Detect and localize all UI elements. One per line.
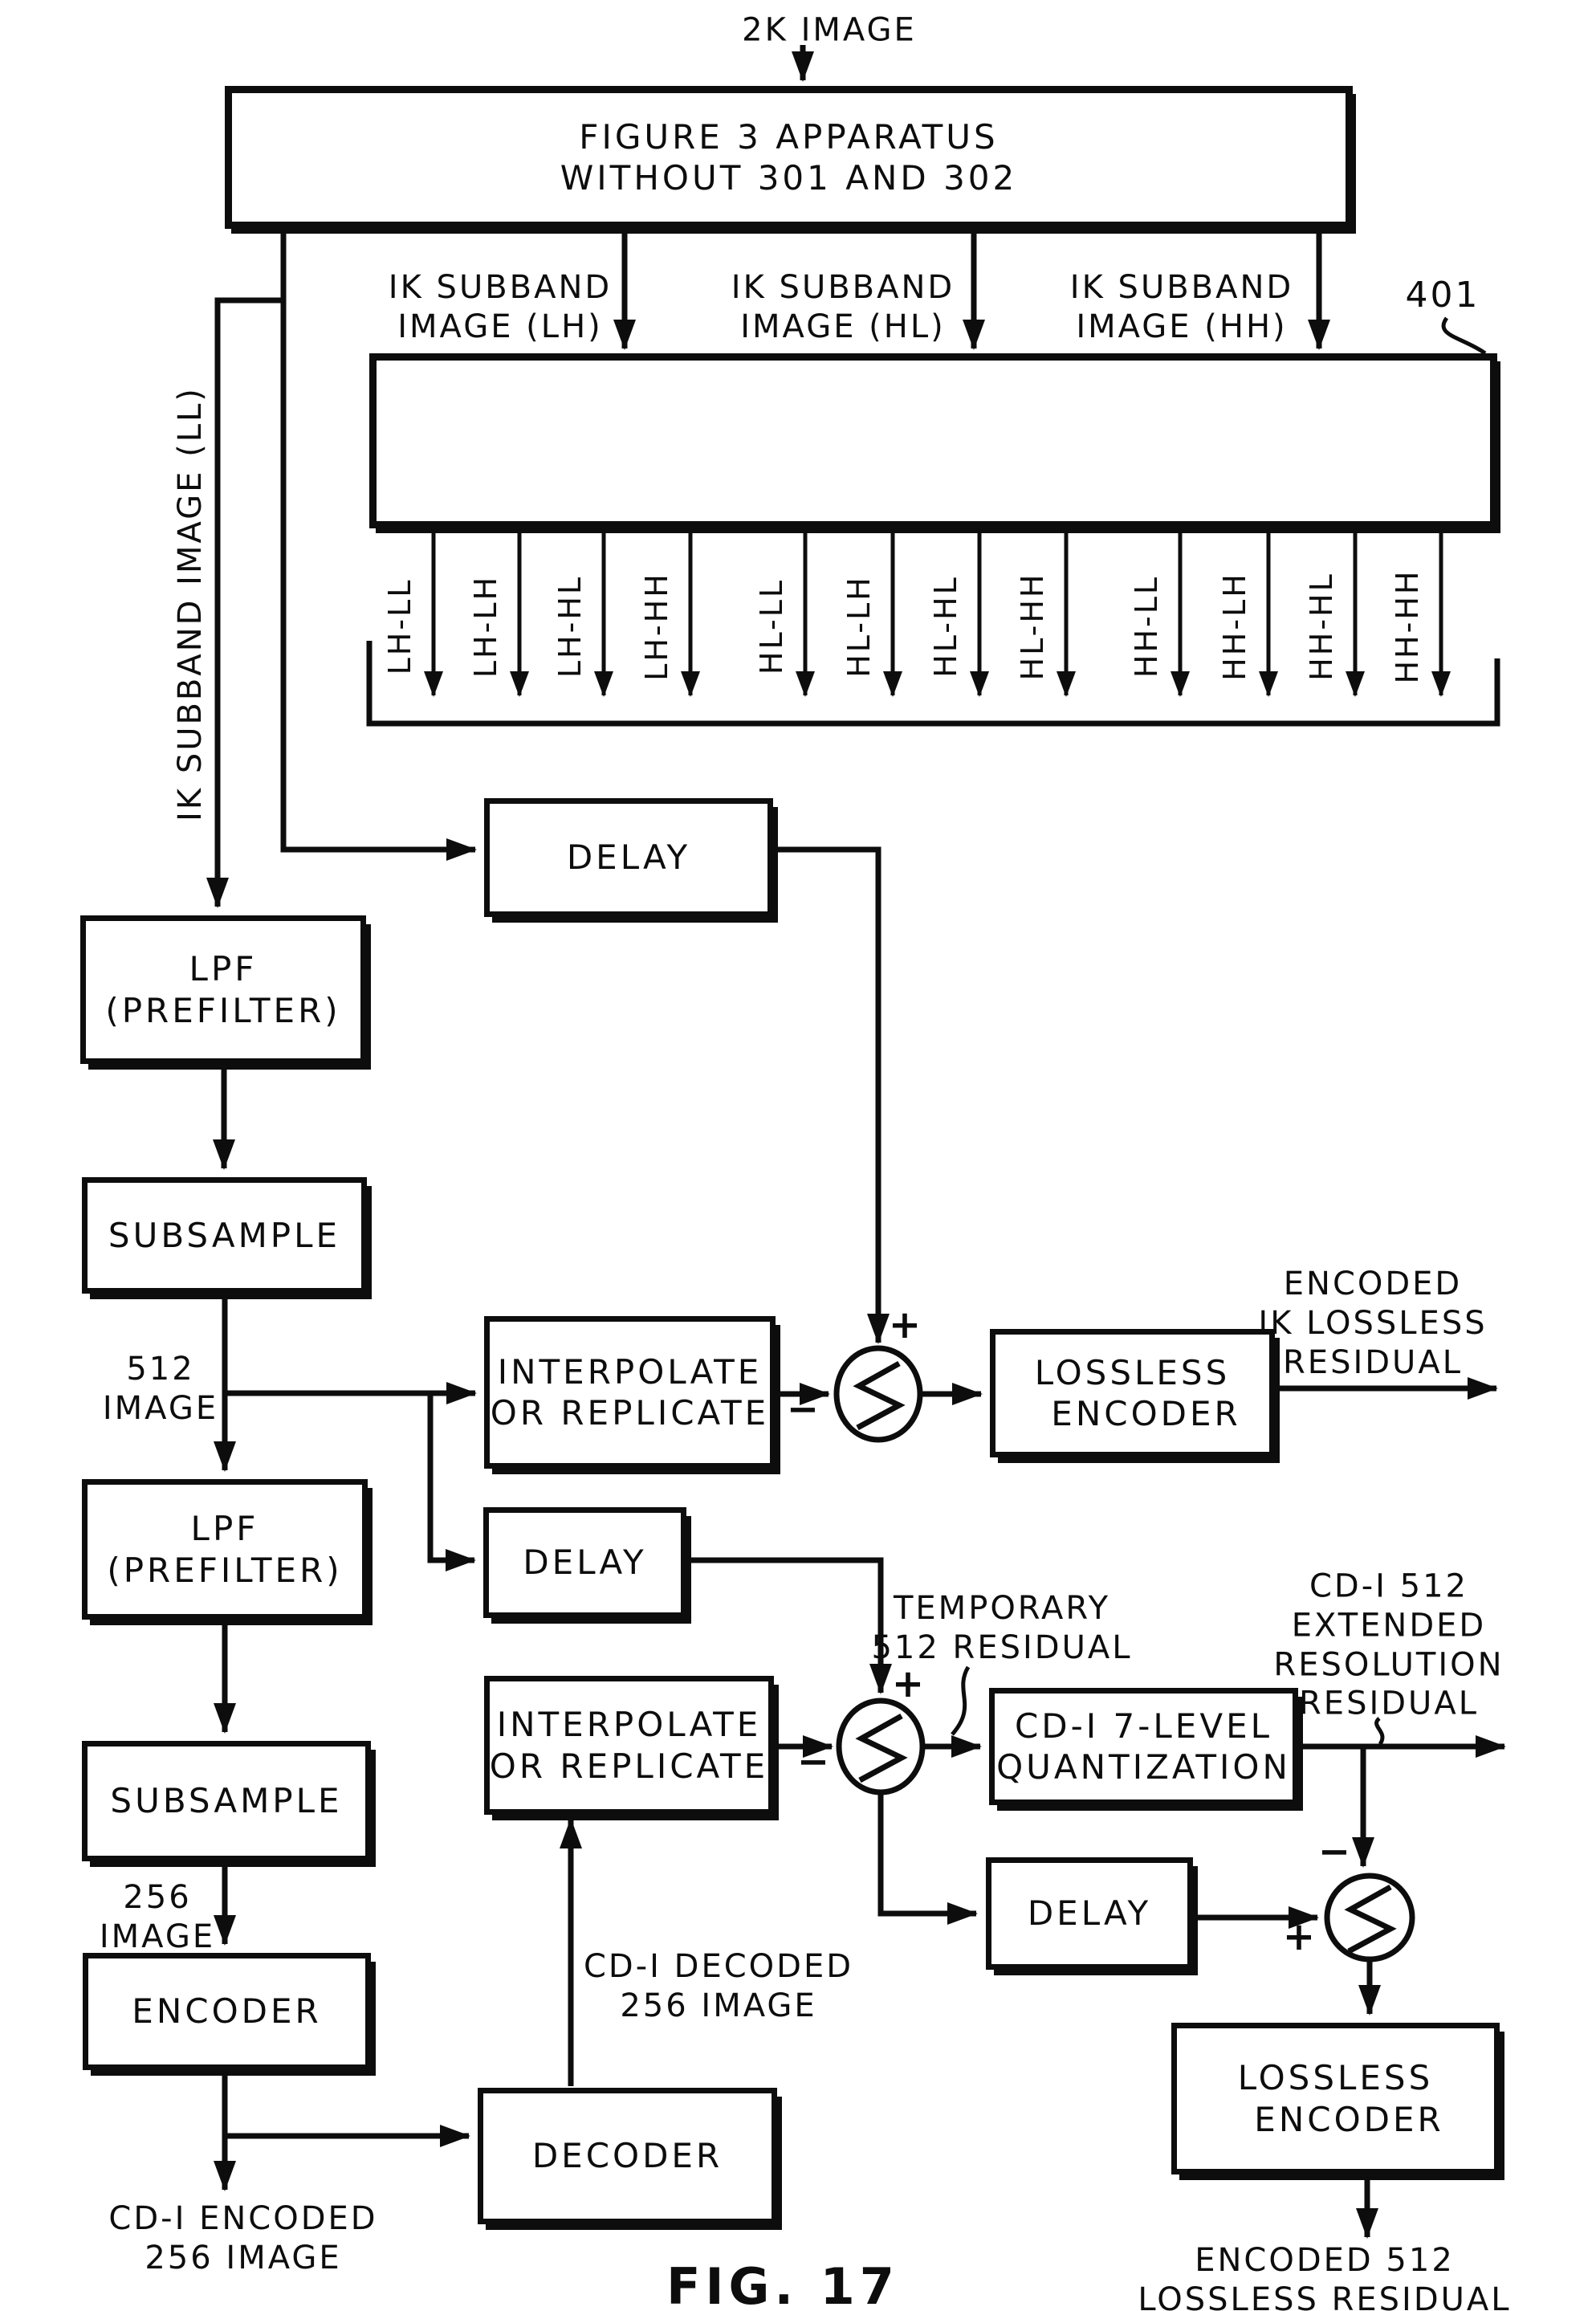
wire-delay2-to-sum2 (688, 1557, 892, 1694)
lpf2-label-line2: (PREFILTER) (107, 1550, 343, 1590)
subband-output-label-hl-lh: HL-LH (841, 575, 877, 678)
encoded-1k-residual-label: ENCODED IK LOSSLESS RESIDUAL (1258, 1265, 1488, 1381)
subband-hl-label: IK SUBBAND IMAGE (HL) (731, 269, 955, 345)
lpf1-label-line2: (PREFILTER) (105, 990, 341, 1030)
interp2-label-line1: INTERPOLATE (496, 1705, 762, 1745)
subband-output-label-lh-hl: LH-HL (552, 574, 588, 679)
subsample-2-box: SUBSAMPLE (82, 1741, 371, 1861)
encoder-box: ENCODER (83, 1953, 371, 2070)
subband-lh-label: IK SUBBAND IMAGE (LH) (388, 269, 613, 345)
cdi-quant-label-line2: QUANTIZATION (996, 1747, 1291, 1787)
figure3-apparatus-box: FIGURE 3 APPARATUS WITHOUT 301 AND 302 (225, 86, 1353, 229)
lossless2-label-line1: LOSSLESS (1237, 2058, 1434, 2098)
figure3-apparatus-label-line1: FIGURE 3 APPARATUS (579, 116, 999, 157)
lossless-encoder-1-box: LOSSLESS ENCODER (990, 1329, 1275, 1457)
figure-caption: FIG. 17 (666, 2257, 899, 2311)
sum1-plus-sign: + (888, 1302, 922, 1347)
sum2-minus-sign: − (796, 1739, 830, 1784)
lossless-encoder-2-box: LOSSLESS ENCODER (1171, 2023, 1500, 2174)
subsample-1-box: SUBSAMPLE (82, 1177, 367, 1294)
lossless1-label-line2: ENCODER (1051, 1394, 1241, 1433)
delay-3-box: DELAY (986, 1857, 1193, 1970)
interp1-label-line2: OR REPLICATE (490, 1393, 770, 1433)
sum3-minus-sign: − (1317, 1829, 1351, 1874)
subband-output-label-hl-hh: HL-HH (1015, 572, 1050, 681)
subband-output-label-lh-hh: LH-HH (639, 572, 674, 681)
temporary-512-residual-label: TEMPORARY 512 RESIDUAL (871, 1590, 1133, 1666)
lossless2-label-line2: ENCODER (1254, 2099, 1444, 2139)
sum-zigzag-glyphs (853, 1360, 1397, 1954)
interpolate-or-replicate-2-box: INTERPOLATE OR REPLICATE (484, 1676, 774, 1815)
sum1-minus-sign: − (786, 1387, 820, 1432)
subband-output-label-hh-lh: HH-LH (1217, 572, 1252, 681)
wire-512-to-delay2 (427, 1393, 476, 1571)
cdi-decoded-256-label: CD-I DECODED 256 IMAGE (583, 1948, 854, 2024)
decoder-label: DECODER (531, 2136, 723, 2176)
figure3-apparatus-label-line2: WITHOUT 301 AND 302 (560, 158, 1018, 198)
wire-delay1-to-sum1 (773, 846, 890, 1344)
lpf-prefilter-1-box: LPF (PREFILTER) (80, 915, 366, 1064)
leader-401 (1441, 316, 1487, 356)
encoded-512-residual-label: ENCODED 512 LOSSLESS RESIDUAL (1138, 2242, 1512, 2311)
cdi-512-extended-residual-label: CD-I 512 EXTENDED RESOLUTION RESIDUAL (1273, 1567, 1504, 1722)
wire-sum2-to-delay3 (877, 1793, 978, 1925)
cdi-7-level-quantization-box: CD-I 7-LEVEL QUANTIZATION (989, 1688, 1298, 1805)
subband-output-label-hh-hl: HH-HL (1304, 572, 1339, 681)
subband-output-label-lh-ll: LH-LL (382, 577, 417, 675)
lpf-prefilter-2-box: LPF (PREFILTER) (82, 1479, 368, 1620)
input-2k-image-label: 2K IMAGE (742, 11, 917, 49)
lossless1-label-line1: LOSSLESS (1034, 1352, 1231, 1392)
subband-bus-bracket (366, 641, 1500, 727)
interp2-label-line2: OR REPLICATE (489, 1746, 769, 1786)
subband-output-label-hl-hl: HL-HL (928, 575, 963, 678)
delay-1-box: DELAY (484, 798, 773, 917)
subsample2-label: SUBSAMPLE (110, 1781, 343, 1821)
wire-ll-to-lpf1 (206, 297, 283, 908)
subband-hh-label: IK SUBBAND IMAGE (HH) (1069, 269, 1294, 345)
subband-output-arrows (424, 532, 1451, 697)
delay3-label: DELAY (1027, 1893, 1152, 1934)
lpf2-label-line1: LPF (190, 1509, 259, 1549)
reference-numeral-401: 401 (1405, 275, 1480, 316)
interpolate-or-replicate-1-box: INTERPOLATE OR REPLICATE (484, 1316, 776, 1469)
cdi-encoded-256-label: CD-I ENCODED 256 IMAGE (108, 2200, 378, 2276)
subband-output-label-hl-ll: HL-LL (754, 577, 789, 675)
image-512-label: 512 IMAGE (102, 1351, 219, 1427)
leader-lines (951, 316, 1487, 1746)
image-256-label: 256 IMAGE (99, 1879, 216, 1955)
interp1-label-line1: INTERPOLATE (497, 1351, 763, 1392)
subsample1-label: SUBSAMPLE (108, 1215, 341, 1255)
delay2-label: DELAY (523, 1543, 647, 1583)
decoder-box: DECODER (478, 2088, 777, 2224)
wire-ll-to-delay1 (280, 230, 477, 861)
sum3-plus-sign: + (1282, 1914, 1316, 1959)
delay-2-box: DELAY (483, 1507, 686, 1618)
delay1-label: DELAY (566, 838, 691, 878)
cdi-quant-label-line1: CD-I 7-LEVEL (1014, 1706, 1273, 1746)
encoder-label: ENCODER (132, 1991, 322, 2032)
subband-ll-vertical-label: IK SUBBAND IMAGE (LL) (172, 386, 209, 821)
sum2-plus-sign: + (891, 1661, 925, 1706)
leader-cdi-512 (1374, 1717, 1385, 1746)
lpf1-label-line1: LPF (189, 949, 258, 989)
subband-output-label-hh-hh: HH-HH (1390, 569, 1425, 684)
subband-output-label-hh-ll: HH-LL (1129, 574, 1164, 679)
subband-splitter-box-401 (369, 353, 1497, 528)
leader-temporary-512 (951, 1665, 971, 1736)
subband-output-label-lh-lh: LH-LH (468, 574, 503, 679)
